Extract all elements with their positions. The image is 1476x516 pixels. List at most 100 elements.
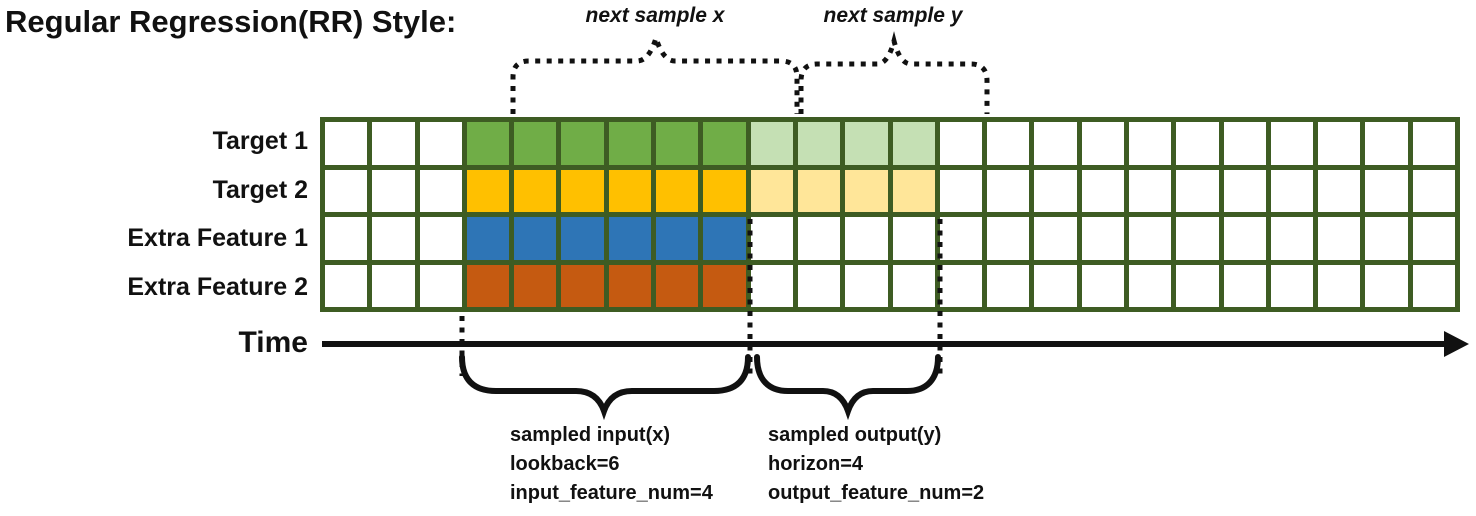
next-sample-y-brace — [798, 31, 990, 114]
grid-cell — [1270, 217, 1314, 260]
grid-cell — [1128, 122, 1172, 165]
grid-cell — [987, 169, 1030, 212]
grid-cell — [750, 169, 793, 212]
sampled-output-line-1: sampled output(y) — [768, 424, 942, 446]
grid-cell — [514, 122, 557, 165]
grid-cell — [1128, 217, 1172, 260]
grid-cell — [1223, 122, 1266, 165]
grid-cell — [1034, 264, 1077, 307]
grid-cell — [1365, 169, 1408, 212]
grid-cell — [939, 122, 983, 165]
row-label-extra-feature-1: Extra Feature 1 — [127, 224, 308, 253]
grid-cell — [561, 169, 604, 212]
grid-cell — [656, 169, 699, 212]
sampled-output-annotation: sampled output(y) horizon=4 output_featu… — [768, 421, 984, 508]
grid-cell — [1034, 169, 1077, 212]
grid-cell — [797, 217, 841, 260]
grid-cell — [419, 169, 462, 212]
sample-grid — [320, 117, 1460, 312]
grid-cell — [892, 217, 935, 260]
sampled-input-line-2: lookback=6 — [510, 453, 620, 475]
grid-cell — [845, 217, 888, 260]
grid-cell — [1412, 122, 1455, 165]
sampled-input-line-1: sampled input(x) — [510, 424, 671, 446]
grid-cell — [939, 264, 983, 307]
grid-cell — [1223, 264, 1266, 307]
grid-cell — [325, 264, 368, 307]
grid-cell — [561, 122, 604, 165]
next-sample-x-label: next sample x — [585, 4, 725, 27]
grid-cell — [325, 169, 368, 212]
grid-cell — [466, 264, 510, 307]
grid-cell — [987, 264, 1030, 307]
grid-cell — [466, 217, 510, 260]
grid-cell — [608, 169, 652, 212]
grid-cell — [1034, 217, 1077, 260]
sampled-output-brace — [754, 354, 941, 421]
grid-cell — [561, 264, 604, 307]
grid-cell — [561, 217, 604, 260]
sampled-input-line-3: input_feature_num=4 — [510, 482, 713, 504]
grid-cell — [419, 217, 462, 260]
grid-cell — [1318, 122, 1361, 165]
grid-cell — [1176, 217, 1219, 260]
grid-cell — [1176, 122, 1219, 165]
grid-cell — [1270, 122, 1314, 165]
grid-cell — [1128, 264, 1172, 307]
grid-cell — [656, 122, 699, 165]
grid-cell — [1081, 122, 1124, 165]
grid-cell — [1412, 264, 1455, 307]
grid-cell — [1365, 122, 1408, 165]
grid-cell — [1270, 264, 1314, 307]
grid-cell — [892, 169, 935, 212]
grid-cell — [750, 122, 793, 165]
grid-cell — [656, 217, 699, 260]
grid-cell — [1223, 217, 1266, 260]
grid-cell — [419, 264, 462, 307]
row-label-extra-feature-2: Extra Feature 2 — [127, 273, 308, 302]
grid-cell — [987, 217, 1030, 260]
sampled-input-brace — [459, 354, 751, 421]
grid-cell — [703, 169, 746, 212]
grid-cell — [514, 217, 557, 260]
grid-cell — [1365, 217, 1408, 260]
grid-cell — [750, 264, 793, 307]
grid-cell — [325, 217, 368, 260]
grid-cell — [1365, 264, 1408, 307]
grid-cell — [939, 217, 983, 260]
grid-cell — [372, 169, 415, 212]
grid-cell — [797, 264, 841, 307]
grid-cell — [1128, 169, 1172, 212]
time-axis-label: Time — [238, 326, 308, 359]
grid-cell — [656, 264, 699, 307]
sampled-input-annotation: sampled input(x) lookback=6 input_featur… — [510, 421, 713, 508]
grid-cell — [372, 122, 415, 165]
grid-cell — [797, 169, 841, 212]
grid-cell — [939, 169, 983, 212]
row-labels: Target 1 Target 2 Extra Feature 1 Extra … — [0, 117, 308, 312]
grid-cell — [703, 122, 746, 165]
grid-cell — [1081, 169, 1124, 212]
grid-cell — [1412, 169, 1455, 212]
grid-cell — [703, 217, 746, 260]
row-label-target-2: Target 2 — [212, 175, 308, 204]
grid-cell — [608, 122, 652, 165]
grid-cell — [1176, 264, 1219, 307]
grid-cell — [466, 169, 510, 212]
grid-cell — [892, 264, 935, 307]
grid-cell — [797, 122, 841, 165]
grid-cell — [1223, 169, 1266, 212]
grid-cell — [750, 217, 793, 260]
sampled-output-line-3: output_feature_num=2 — [768, 482, 985, 504]
grid-cell — [514, 169, 557, 212]
grid-cell — [608, 264, 652, 307]
grid-cell — [608, 217, 652, 260]
grid-cell — [1318, 264, 1361, 307]
grid-cell — [1318, 169, 1361, 212]
grid-cell — [892, 122, 935, 165]
grid-cell — [1081, 217, 1124, 260]
grid-cell — [987, 122, 1030, 165]
grid-cell — [372, 217, 415, 260]
grid-cell — [419, 122, 462, 165]
